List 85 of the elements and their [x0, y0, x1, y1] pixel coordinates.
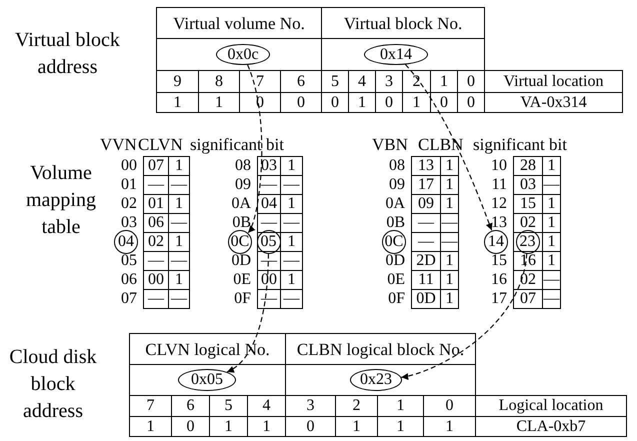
table-cell: — — [143, 289, 169, 309]
row-key: 0A — [376, 194, 405, 213]
table-cell: Virtual block No. — [321, 7, 485, 39]
circled-value: 23 — [516, 230, 540, 254]
section-title: Virtual block address — [14, 28, 121, 80]
circled-value: 04 — [114, 230, 138, 254]
row-key: 02 — [108, 194, 137, 213]
table-cell: CLVN logical No. — [129, 333, 286, 365]
table-cell: CLA-0xb7 — [475, 416, 627, 437]
column-header: CLBN — [418, 134, 464, 154]
table-cell: 03 — [257, 156, 281, 176]
row-key: 03 — [108, 213, 137, 232]
row-key: 0A — [222, 194, 251, 213]
table-cell: Virtual volume No. — [156, 7, 322, 39]
table-cell: 13 — [411, 156, 441, 176]
column-header: significant bit — [473, 134, 568, 154]
row-key: 05 — [108, 251, 137, 270]
row-key: 16 — [478, 270, 507, 289]
row-key: 0E — [222, 270, 251, 289]
table-cell: — — [257, 289, 281, 309]
circled-value: 0x05 — [178, 369, 236, 391]
table-cell: — — [440, 232, 459, 252]
table-cell: — — [168, 251, 190, 271]
table-cell: — — [168, 289, 190, 309]
row-key: 10 — [478, 156, 507, 175]
column-header: significant bit — [190, 134, 285, 154]
table-cell: 1 — [440, 289, 459, 309]
table-cell: — — [168, 175, 190, 195]
table-cell: — — [542, 289, 561, 309]
row-key: 13 — [478, 213, 507, 232]
row-key: 01 — [108, 175, 137, 194]
row-key: 09 — [222, 175, 251, 194]
row-key: 0F — [222, 289, 251, 308]
row-key: 06 — [108, 270, 137, 289]
circled-value: 0x14 — [364, 44, 428, 65]
table-cell: 1 — [280, 156, 303, 176]
circled-value: 0x0c — [216, 44, 270, 65]
row-key: 0B — [222, 213, 251, 232]
row-key: 0E — [376, 270, 405, 289]
row-key: 11 — [478, 175, 507, 194]
circled-value: 05 — [256, 230, 280, 254]
column-header: VVN — [100, 134, 136, 154]
row-key: 00 — [108, 156, 137, 175]
column-header: CLVN — [138, 134, 184, 154]
row-key: 08 — [376, 156, 405, 175]
table-cell: 07 — [513, 289, 543, 309]
row-key: 0B — [376, 213, 405, 232]
table-cell: VA-0x314 — [484, 92, 623, 113]
row-key: 0D — [376, 251, 405, 270]
circled-value: 0C — [228, 230, 252, 254]
circled-value: 14 — [484, 230, 508, 254]
table-cell: 28 — [513, 156, 543, 176]
table-cell: 1 — [542, 156, 561, 176]
table-cell: — — [542, 175, 561, 195]
table-cell: 1 — [129, 416, 172, 437]
table-cell: — — [280, 289, 303, 309]
circled-value: 0x23 — [350, 369, 402, 391]
table-cell: 1 — [440, 156, 459, 176]
table-cell: — — [168, 213, 190, 233]
table-cell: 0D — [411, 289, 441, 309]
table-cell: 07 — [143, 156, 169, 176]
table-cell: 1 — [156, 92, 199, 113]
dashed-arrow — [401, 253, 528, 380]
table-cell: CLBN logical block No. — [285, 333, 476, 365]
row-key: 15 — [478, 251, 507, 270]
row-key: 07 — [108, 289, 137, 308]
row-key: 09 — [376, 175, 405, 194]
column-header: VBN — [372, 134, 409, 154]
row-key: 0D — [222, 251, 251, 270]
table-cell: — — [280, 175, 303, 195]
table-cell: — — [280, 213, 303, 233]
section-title: Cloud disk block address — [8, 344, 98, 424]
row-key: 0F — [376, 289, 405, 308]
section-title: Volume mapping table — [25, 160, 97, 240]
table-cell: 1 — [168, 156, 190, 176]
row-key: 17 — [478, 289, 507, 308]
row-key: 08 — [222, 156, 251, 175]
row-key: 12 — [478, 194, 507, 213]
table-cell: Virtual location — [484, 70, 623, 93]
table-cell: — — [542, 270, 561, 290]
table-cell: — — [280, 251, 303, 271]
table-cell: — — [440, 213, 459, 233]
table-cell: Logical location — [475, 395, 627, 417]
dashed-arrow — [226, 253, 269, 372]
circled-value: 0C — [382, 230, 406, 254]
